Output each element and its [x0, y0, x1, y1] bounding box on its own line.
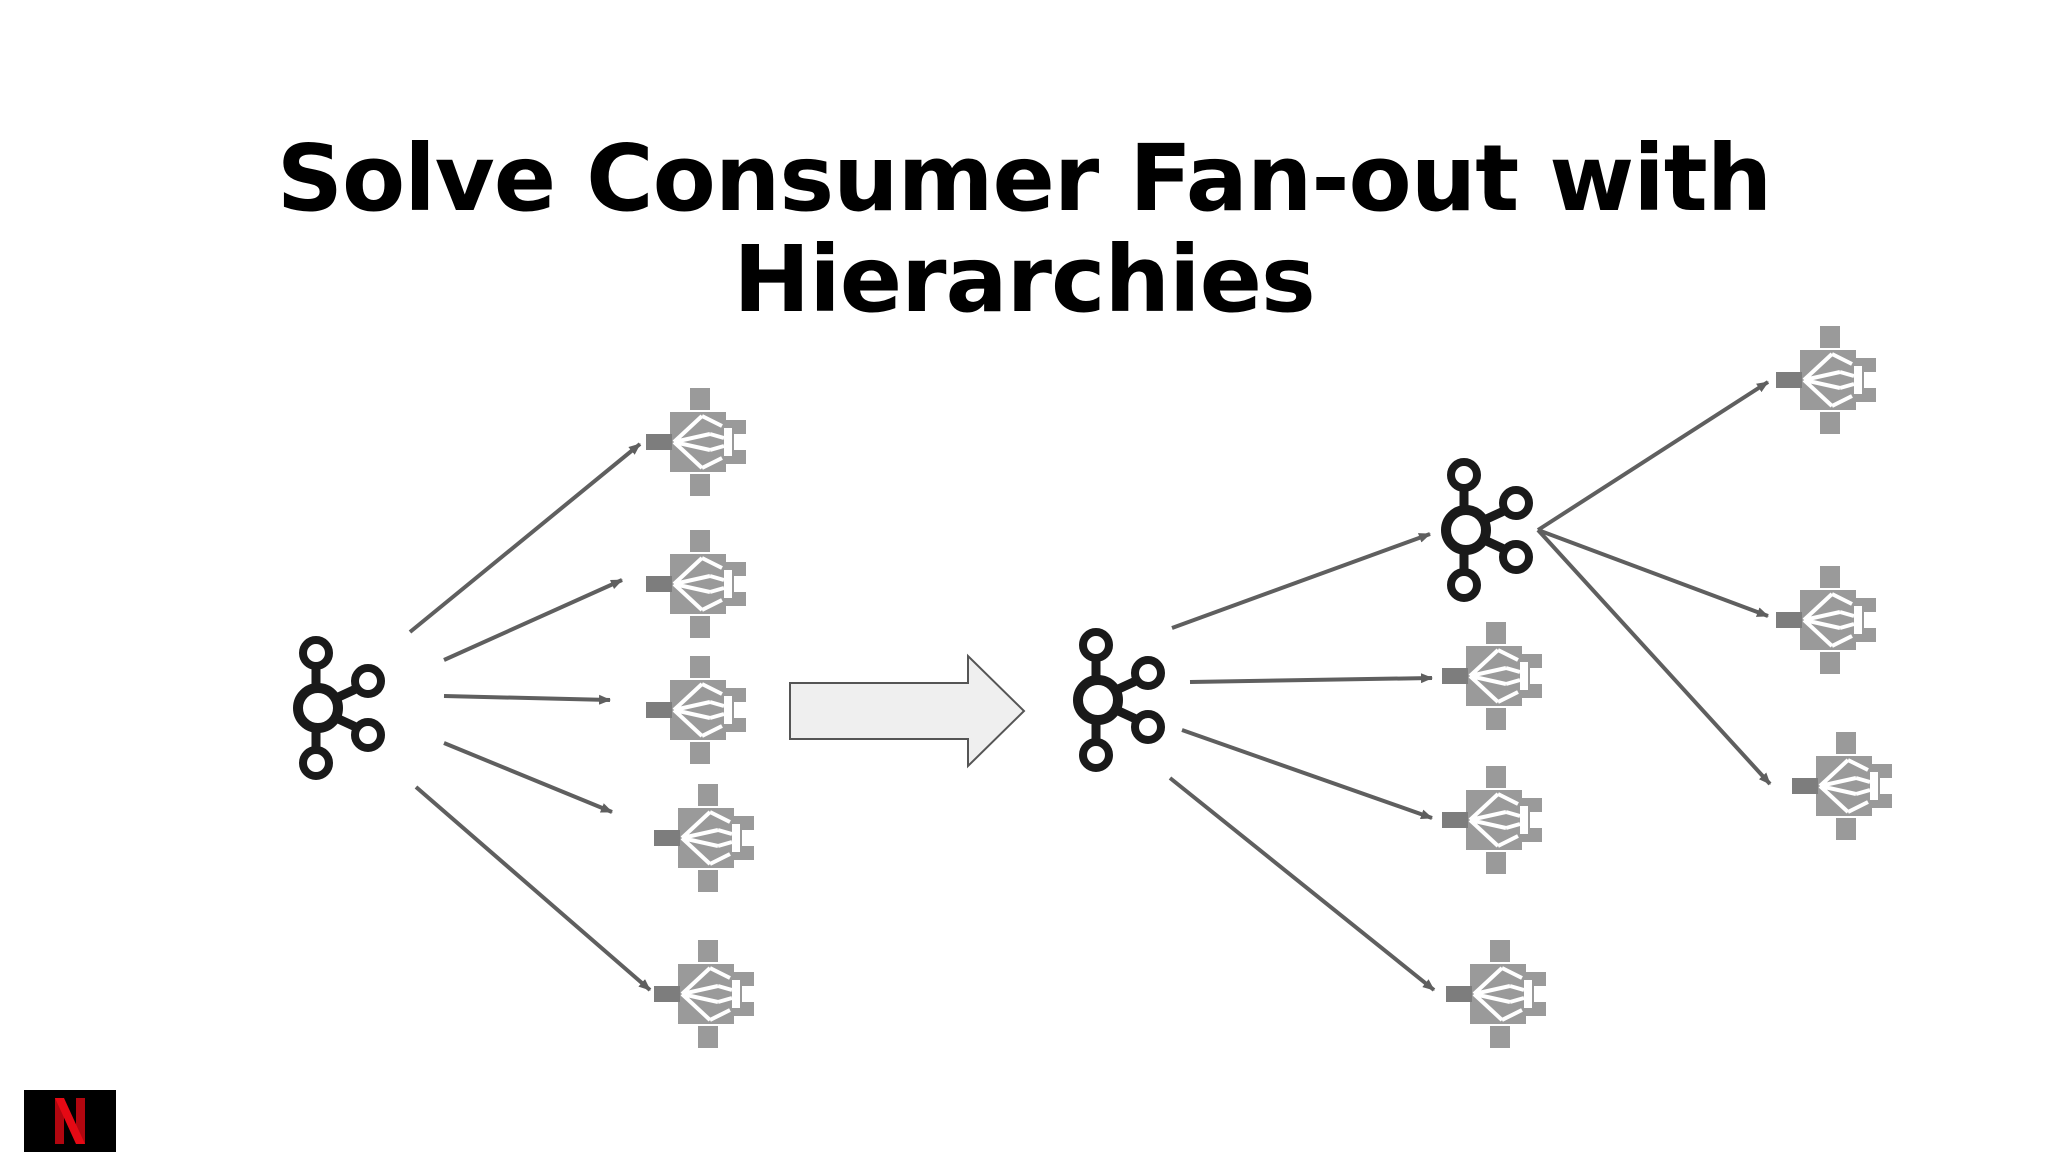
kafka-cluster-icon — [1078, 632, 1161, 768]
consumer-icon — [644, 386, 748, 498]
before-section — [298, 386, 756, 1050]
consumer-icon — [1790, 730, 1894, 842]
consumer-icon — [652, 782, 756, 894]
arrow-to-consumer-3 — [1168, 776, 1436, 992]
consumer-icon — [644, 654, 748, 766]
arrow-to-consumer-3 — [443, 694, 611, 705]
arrow-to-second-level-consumer-2 — [1537, 528, 1769, 618]
fan-out-arrows-before — [408, 442, 652, 992]
netflix-n-icon — [55, 1098, 85, 1144]
fan-out-arrows-after — [1168, 380, 1772, 992]
consumer-icon — [1440, 620, 1544, 732]
arrow-to-consumer-5 — [414, 785, 652, 992]
slide-title: Solve Consumer Fan-out with Hierarchies — [276, 125, 1772, 334]
consumer-icon — [1774, 564, 1878, 676]
after-section — [1078, 324, 1894, 1050]
consumer-icon — [644, 528, 748, 640]
arrow-to-consumer-2 — [443, 578, 623, 662]
kafka-cluster-icon — [1446, 462, 1529, 598]
consumer-icon — [1444, 938, 1548, 1050]
arrow-to-consumer-2 — [1181, 728, 1433, 820]
arrow-to-consumer-4 — [443, 741, 613, 814]
consumer-icon — [652, 938, 756, 1050]
consumer-icon — [1440, 764, 1544, 876]
arrow-to-consumer-1 — [1189, 673, 1433, 684]
kafka-cluster-icon — [298, 640, 381, 776]
netflix-logo — [24, 1090, 116, 1152]
arrow-to-consumer-1 — [408, 442, 642, 634]
arrow-to-second-level-consumer-3 — [1536, 528, 1772, 786]
right-arrow-icon — [789, 653, 1026, 769]
consumer-icon — [1774, 324, 1878, 436]
arrow-to-second-level-consumer-1 — [1536, 380, 1770, 532]
arrow-to-intermediate-cluster — [1171, 532, 1431, 630]
